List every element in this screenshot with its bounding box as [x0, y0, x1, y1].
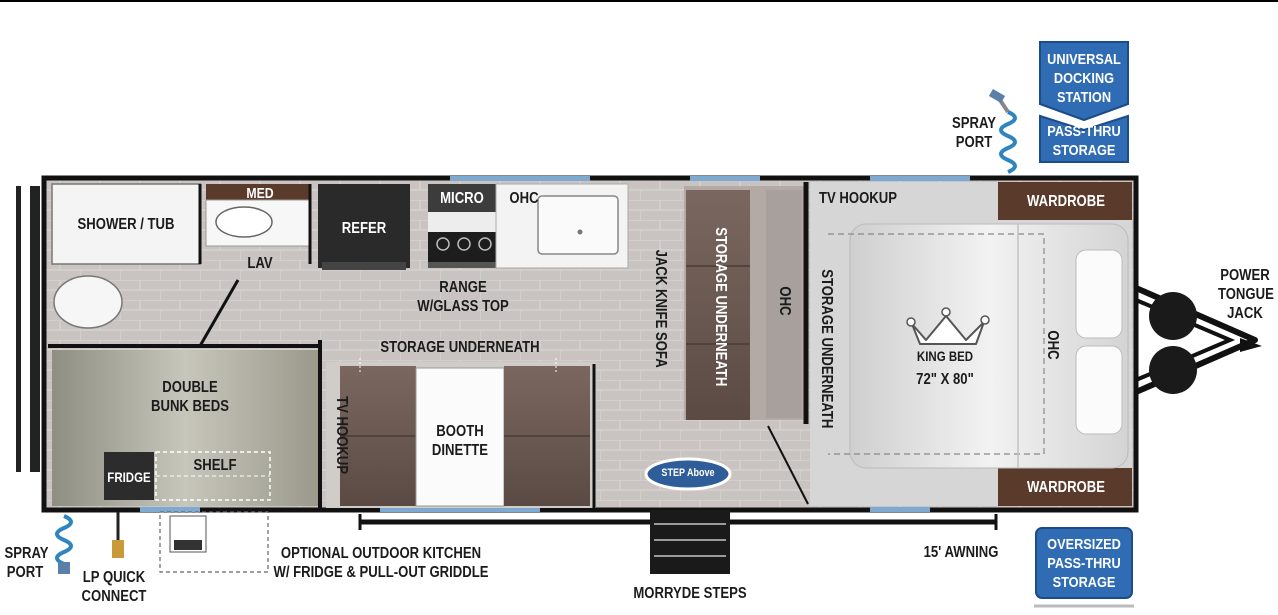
wardrobe-bottom-label: WARDROBE	[1026, 479, 1105, 496]
shower-tub-label: SHOWER / TUB	[77, 216, 175, 233]
storage-underneath-dinette-label: STORAGE UNDERNEATH	[380, 339, 540, 356]
morryde-steps-label: MORRYDE STEPS	[633, 585, 747, 602]
shower-tub	[51, 183, 201, 265]
ohc-sofa-label: OHC	[776, 286, 793, 316]
king-bed	[849, 223, 1129, 469]
outdoor-kitchen-label: OPTIONAL OUTDOOR KITCHEN W/ FRIDGE & PUL…	[273, 545, 489, 581]
king-bed-label: KING BED	[916, 348, 974, 364]
range-label: RANGE W/GLASS TOP	[417, 279, 509, 315]
booth-dinette-label: BOOTH DINETTE	[431, 423, 489, 459]
wardrobe-top-label: WARDROBE	[1026, 193, 1105, 210]
tv-hookup-dinette-label: TV HOOKUP	[333, 396, 350, 475]
ohc-bed-label: OHC	[1044, 330, 1061, 360]
lav-label: LAV	[247, 255, 273, 272]
propane-tank	[1149, 292, 1197, 340]
pass-thru-storage-text: PASS-THRU STORAGE	[1047, 123, 1121, 159]
kitchen-sink	[537, 195, 619, 255]
power-tongue-jack-label: POWER TONGUE JACK	[1217, 267, 1274, 322]
lp-quick-connect-icon	[112, 512, 124, 558]
bunk-shelf	[155, 451, 271, 501]
propane-tank	[1149, 346, 1197, 394]
fridge-label: FRIDGE	[107, 469, 151, 485]
universal-docking-station-badge	[1039, 41, 1129, 122]
double-bunk-beds-label: DOUBLE BUNK BEDS	[150, 379, 230, 415]
oversized-pass-thru-storage-badge	[1035, 527, 1133, 599]
dinette-table	[415, 367, 505, 507]
step-above-logo	[644, 457, 732, 491]
pass-thru-storage-badge	[1039, 114, 1129, 163]
toilet	[53, 275, 123, 329]
king-bed-size-label: 72" X 80"	[916, 371, 974, 388]
wardrobe-top	[998, 182, 1132, 220]
crown-icon	[906, 307, 990, 345]
tv-hookup-bedroom-label: TV HOOKUP	[818, 190, 898, 207]
wardrobe-bottom	[998, 468, 1132, 506]
refer-label: REFER	[341, 220, 387, 237]
jack-knife-sofa-label: JACK KNIFE SOFA	[652, 249, 669, 368]
window	[450, 176, 590, 181]
universal-docking-station-text: UNIVERSAL DOCKING STATION	[1047, 51, 1121, 106]
spray-port-hose-icon	[988, 89, 1017, 174]
ohc-kitchen-label: OHC	[509, 190, 539, 207]
lp-quick-connect-label: LP QUICK CONNECT	[81, 569, 147, 605]
refrigerator	[318, 184, 410, 268]
microwave	[428, 184, 496, 212]
spray-port-hose-icon	[55, 514, 73, 574]
morryde-steps	[650, 510, 730, 574]
awning-label: 15' AWNING	[923, 544, 999, 561]
spray-port-top-label: SPRAY PORT	[952, 115, 996, 151]
med-label: MED	[246, 185, 274, 202]
shelf-label: SHELF	[193, 457, 237, 474]
storage-underneath-sofa-label: STORAGE UNDERNEATH	[712, 227, 729, 387]
step-above-logo-text: STEP Above	[661, 467, 715, 479]
jack-knife-sofa	[686, 190, 750, 420]
tongue-hitch	[1134, 285, 1262, 395]
double-bunk-beds	[52, 350, 318, 506]
lav-sink	[215, 206, 273, 238]
bunk-fridge	[104, 452, 154, 500]
storage-underneath-bed-label: STORAGE UNDERNEATH	[818, 269, 835, 429]
rear-bumper	[16, 186, 21, 472]
micro-label: MICRO	[440, 190, 484, 207]
oversized-pass-thru-storage-text: OVERSIZED PASS-THRU STORAGE	[1047, 536, 1121, 591]
spray-port-bottom-label: SPRAY PORT	[4, 545, 49, 581]
